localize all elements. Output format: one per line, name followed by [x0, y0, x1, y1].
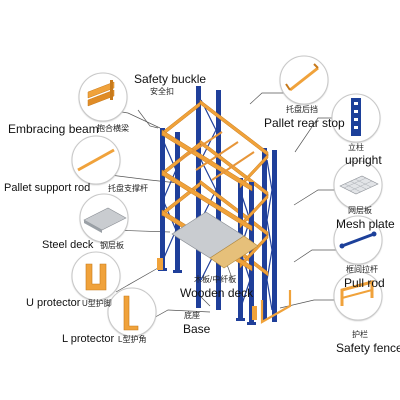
label-wooden-deck-zh: 木板/中纤板: [194, 275, 237, 284]
callout-line-safety-buckle: [137, 109, 159, 129]
fence-bar: [260, 290, 292, 324]
label-wooden-deck-en: Wooden deck: [180, 286, 254, 300]
label-embracing-beam-zh: 抱合横梁: [97, 124, 129, 133]
label-base-en: Base: [183, 322, 211, 336]
callout-line-safety-fence: [279, 299, 338, 309]
label-pull-rod-en: Pull rod: [344, 276, 385, 290]
label-pallet-support-rod-zh: 托盘支撑杆: [108, 184, 148, 193]
upright-back-mid: [216, 90, 221, 310]
label-safety-fence-en: Safety fence: [336, 341, 400, 355]
callout-line-base: [199, 295, 211, 307]
label-l-protector-en: L protector: [62, 333, 115, 345]
upright-back-right2: [272, 150, 277, 322]
label-safety-fence-zh: 护栏: [352, 330, 368, 339]
callout-line-pallet-rear-stop: [249, 92, 292, 105]
label-u-protector-en: U protector: [26, 297, 81, 309]
embracing-beam-icon: [78, 72, 128, 122]
upright-icon: [331, 93, 381, 143]
steel-deck-icon: [79, 193, 129, 243]
label-mesh-plate-en: Mesh plate: [336, 217, 395, 231]
label-embracing-beam-en: Embracing beam: [8, 122, 99, 136]
label-pull-rod-zh: 框间拉杆: [346, 265, 378, 274]
callout-circles: [71, 55, 383, 337]
safety-fence-icon: [333, 271, 383, 321]
callout-line-pallet-support-rod: [109, 174, 179, 184]
u-protector-on-rack: [157, 258, 163, 270]
callout-lines: [109, 92, 338, 321]
pallet-support-rod-icon: [71, 135, 121, 185]
mesh-plate-icon: [333, 160, 383, 210]
upright-back-right: [262, 148, 267, 320]
support-rods: [179, 131, 255, 181]
label-pallet-rear-stop-zh: 托盘后挡: [286, 105, 318, 114]
label-safety-buckle-zh: 安全扣: [150, 87, 174, 96]
u-protector-icon: [71, 251, 121, 301]
callout-line-u-protector: [115, 267, 159, 293]
callout-line-upright: [294, 117, 338, 153]
callout-line-pull-rod: [293, 249, 338, 263]
label-pallet-rear-stop-en: Pallet rear stop: [264, 116, 345, 130]
label-pallet-support-rod-en: Pallet support rod: [4, 182, 91, 194]
callout-line-l-protector: [149, 309, 211, 321]
label-u-protector-zh: U型护脚: [82, 299, 112, 308]
label-steel-deck-en: Steel deck: [42, 239, 94, 251]
label-upright-en: upright: [345, 153, 382, 167]
upright-front-left: [160, 128, 165, 270]
wooden-deck-panel: [209, 235, 259, 269]
label-l-protector-zh: L型护角: [118, 335, 147, 344]
label-mesh-plate-zh: 网层板: [348, 206, 372, 215]
label-upright-zh: 立柱: [348, 143, 364, 152]
l-protector-icon: [107, 287, 157, 337]
l-protector-on-rack: [252, 306, 257, 320]
label-safety-buckle-en: Safety buckle: [134, 72, 207, 86]
rack-structure: [157, 86, 292, 325]
callout-line-mesh-plate: [293, 189, 338, 206]
label-base-zh: 底座: [184, 311, 200, 320]
pallet-rear-stop-icon: [279, 55, 329, 105]
pull-rod-icon: [333, 215, 383, 265]
label-steel-deck-zh: 钢层板: [100, 241, 124, 250]
